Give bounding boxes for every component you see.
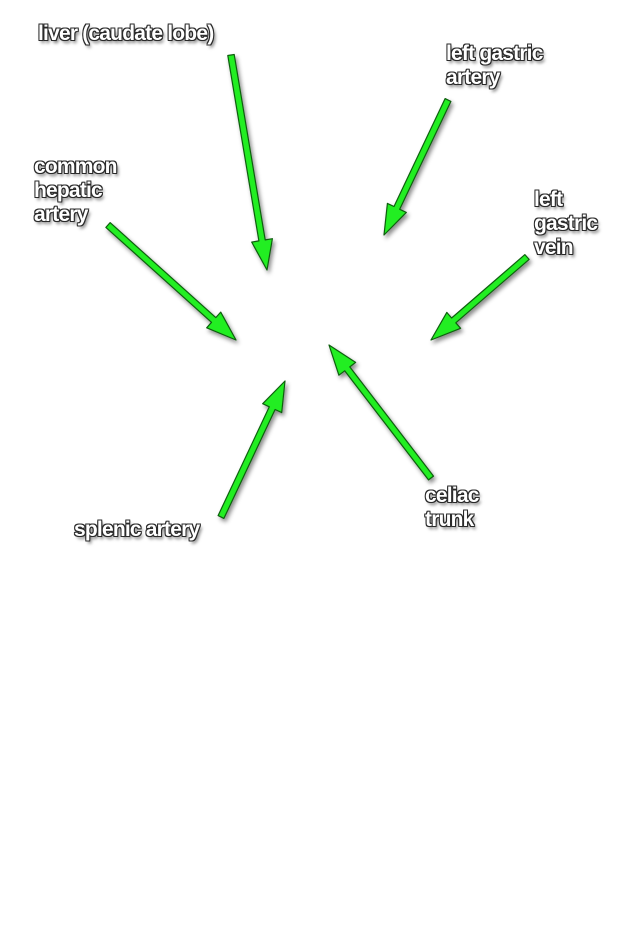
arrow-celiac-trunk bbox=[328, 344, 435, 481]
label-line: liver (caudate lobe) bbox=[38, 22, 214, 45]
arrow-common-hepatic-artery bbox=[105, 222, 237, 341]
label-left-gastric-vein: left gastric vein bbox=[534, 188, 598, 260]
label-line: trunk bbox=[425, 508, 474, 531]
label-line: left bbox=[534, 188, 563, 211]
label-line: common bbox=[34, 155, 118, 178]
label-liver-caudate-lobe: liver (caudate lobe) bbox=[38, 22, 214, 46]
label-splenic-artery: splenic artery bbox=[74, 518, 200, 542]
label-line: hepatic bbox=[34, 179, 103, 202]
arrow-liver-caudate-lobe bbox=[227, 53, 273, 271]
arrow-left-gastric-artery bbox=[383, 97, 452, 236]
label-line: splenic artery bbox=[74, 518, 200, 541]
label-line: vein bbox=[534, 236, 574, 259]
label-line: artery bbox=[34, 203, 88, 226]
label-line: left gastric bbox=[446, 42, 543, 65]
label-line: artery bbox=[446, 66, 500, 89]
arrow-left-gastric-vein bbox=[430, 254, 530, 341]
label-common-hepatic-artery: common hepatic artery bbox=[34, 155, 118, 227]
arrow-splenic-artery bbox=[217, 380, 286, 520]
label-celiac-trunk: celiac trunk bbox=[425, 484, 479, 532]
label-line: celiac bbox=[425, 484, 479, 507]
label-left-gastric-artery: left gastric artery bbox=[446, 42, 543, 90]
label-line: gastric bbox=[534, 212, 598, 235]
